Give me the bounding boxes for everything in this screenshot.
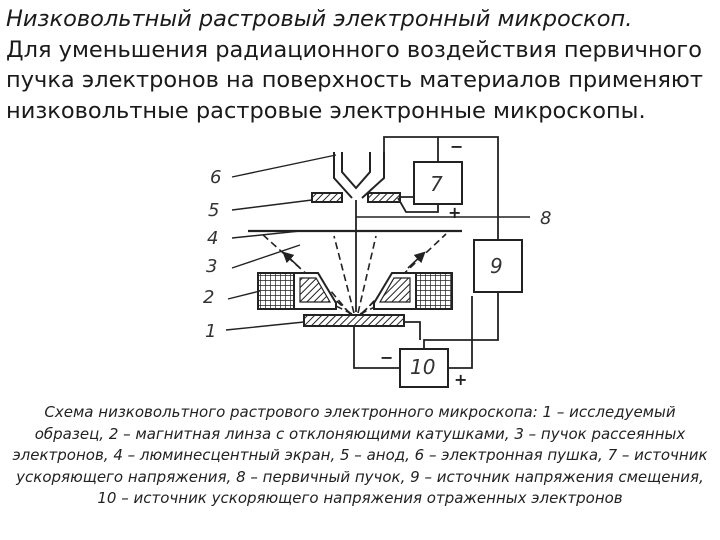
label-8: 8 bbox=[540, 208, 551, 229]
heading-title: Низковольтный растровый электронный микр… bbox=[6, 6, 633, 32]
label-10: 10 bbox=[410, 355, 435, 379]
label-9: 9 bbox=[490, 254, 503, 278]
heading-line-1: Для уменьшения радиационного воздействия… bbox=[6, 36, 703, 63]
leader-lines bbox=[225, 154, 530, 331]
electron-gun bbox=[333, 152, 385, 199]
magnetic-lens-right bbox=[373, 272, 453, 310]
label-7: 7 bbox=[430, 172, 443, 196]
sign-plus-mid: + bbox=[448, 203, 461, 222]
sign-minus-bottom: − bbox=[380, 348, 393, 367]
figure-caption: Схема низковольтного растрового электрон… bbox=[12, 403, 708, 507]
label-1: 1 bbox=[205, 321, 216, 342]
heading-block: Низковольтный растровый электронный микр… bbox=[6, 4, 716, 126]
label-6: 6 bbox=[210, 167, 221, 188]
sign-minus-top: − bbox=[450, 137, 463, 156]
anode-left bbox=[311, 192, 343, 203]
scatter-arrow-left bbox=[282, 251, 301, 269]
anode-right bbox=[367, 192, 401, 203]
heading-line-2: пучка электронов на поверхность материал… bbox=[6, 67, 703, 93]
heading-line-3: низковольтные растровые электронные микр… bbox=[6, 97, 646, 124]
sign-plus-bottom: + bbox=[454, 370, 467, 389]
label-2: 2 bbox=[203, 287, 214, 308]
specimen bbox=[303, 314, 405, 327]
magnetic-lens-left bbox=[257, 272, 337, 310]
scatter-arrow-right bbox=[407, 251, 426, 269]
label-4: 4 bbox=[207, 228, 218, 249]
label-5: 5 bbox=[208, 200, 219, 221]
circuit-wiring bbox=[353, 136, 499, 369]
label-3: 3 bbox=[206, 256, 217, 277]
